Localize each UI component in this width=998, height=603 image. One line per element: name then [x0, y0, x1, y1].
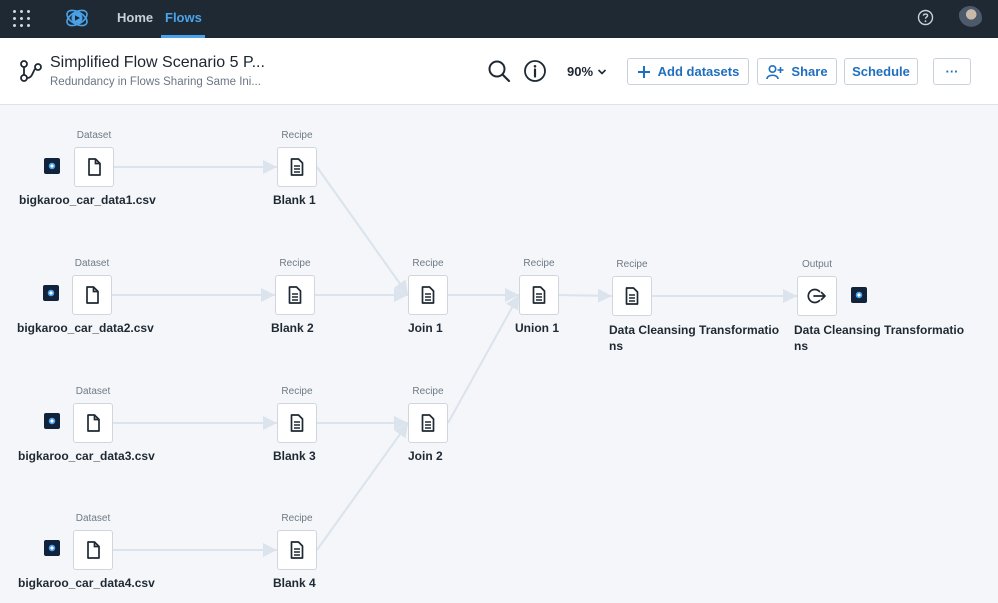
node-label[interactable]: bigkaroo_car_data1.csv [19, 193, 156, 207]
flow-node-ds2[interactable] [72, 275, 112, 315]
flow-node-b2[interactable] [275, 275, 315, 315]
recipe-icon [290, 158, 304, 176]
node-type-label: Dataset [74, 258, 110, 269]
chevron-down-icon [597, 68, 607, 75]
more-options-button[interactable]: ··· [933, 58, 971, 85]
file-icon [87, 541, 100, 559]
flow-header: Simplified Flow Scenario 5 P... Redundan… [0, 38, 998, 105]
top-navigation-bar: Home Flows [0, 0, 998, 38]
recipe-icon [421, 414, 435, 432]
node-type-label: Recipe [281, 513, 313, 524]
product-logo-icon[interactable] [64, 5, 90, 31]
flow-node-u1[interactable] [519, 275, 559, 315]
nav-flows-link[interactable]: Flows [165, 10, 202, 25]
flow-edge-b4-j2 [316, 422, 409, 551]
flow-node-b4[interactable] [277, 530, 317, 570]
node-type-label: Recipe [616, 259, 648, 270]
connection-icon[interactable] [43, 285, 59, 301]
zoom-value: 90% [567, 64, 594, 79]
node-label[interactable]: Data Cleansing Transformations [794, 323, 965, 353]
file-icon [88, 158, 101, 176]
node-type-label: Dataset [75, 386, 111, 397]
recipe-icon [421, 286, 435, 304]
node-type-label: Dataset [75, 513, 111, 524]
flow-node-b3[interactable] [277, 403, 317, 443]
share-label: Share [791, 64, 828, 79]
node-label[interactable]: bigkaroo_car_data3.csv [18, 449, 155, 463]
node-label[interactable]: Blank 3 [273, 449, 316, 463]
node-label[interactable]: Join 1 [408, 321, 443, 335]
user-avatar[interactable] [958, 6, 982, 30]
file-icon [86, 286, 99, 304]
recipe-icon [288, 286, 302, 304]
zoom-dropdown[interactable]: 90% [567, 64, 607, 79]
flow-description: Redundancy in Flows Sharing Same Ini... [50, 76, 261, 88]
flow-edge-j2-u1 [447, 294, 520, 424]
search-icon[interactable] [487, 59, 511, 83]
connection-icon[interactable] [44, 540, 60, 556]
connection-icon[interactable] [44, 158, 60, 174]
node-label[interactable]: Data Cleansing Transformations [609, 323, 780, 353]
recipe-icon [290, 541, 304, 559]
flow-node-out[interactable] [797, 276, 837, 316]
node-type-label: Recipe [281, 386, 313, 397]
node-label[interactable]: Union 1 [515, 321, 559, 335]
node-type-label: Recipe [412, 386, 444, 397]
node-label[interactable]: bigkaroo_car_data4.csv [18, 576, 155, 590]
output-icon [807, 288, 826, 304]
add-datasets-label: Add datasets [657, 64, 740, 79]
flow-node-ds1[interactable] [74, 147, 114, 187]
node-type-label: Recipe [279, 258, 311, 269]
more-icon: ··· [945, 64, 959, 79]
node-label[interactable]: Blank 4 [273, 576, 316, 590]
flow-node-dct[interactable] [612, 276, 652, 316]
node-type-label: Dataset [76, 130, 112, 141]
flow-icon [20, 60, 42, 82]
connection-icon[interactable] [44, 413, 60, 429]
app-grid-icon[interactable] [12, 9, 32, 29]
node-type-label: Recipe [281, 130, 313, 141]
help-circle-icon[interactable] [917, 9, 934, 26]
node-type-label: Output [801, 259, 833, 270]
node-label[interactable]: bigkaroo_car_data2.csv [17, 321, 154, 335]
share-button[interactable]: Share [757, 58, 837, 85]
node-label[interactable]: Blank 2 [271, 321, 314, 335]
info-icon[interactable] [523, 59, 547, 83]
flow-title[interactable]: Simplified Flow Scenario 5 P... [50, 54, 265, 71]
add-datasets-button[interactable]: Add datasets [627, 58, 749, 85]
recipe-icon [532, 286, 546, 304]
plus-icon [637, 65, 650, 78]
recipe-icon [290, 414, 304, 432]
node-type-label: Recipe [523, 258, 555, 269]
flow-edges [112, 160, 797, 557]
add-user-icon [766, 64, 784, 79]
active-tab-indicator [161, 35, 205, 38]
flow-edge-u1-dct [558, 288, 613, 303]
flow-node-j2[interactable] [408, 403, 448, 443]
node-label[interactable]: Join 2 [408, 449, 443, 463]
node-type-label: Recipe [412, 258, 444, 269]
nav-home-link[interactable]: Home [117, 10, 154, 25]
node-label[interactable]: Blank 1 [273, 193, 316, 207]
schedule-label: Schedule [852, 64, 910, 79]
flow-node-j1[interactable] [408, 275, 448, 315]
flow-node-ds4[interactable] [73, 530, 113, 570]
flow-edge-b1-j1 [316, 166, 409, 296]
recipe-icon [625, 287, 639, 305]
schedule-button[interactable]: Schedule [844, 58, 918, 85]
connection-icon[interactable] [851, 287, 867, 303]
flow-node-b1[interactable] [277, 147, 317, 187]
flow-node-ds3[interactable] [73, 403, 113, 443]
file-icon [87, 414, 100, 432]
